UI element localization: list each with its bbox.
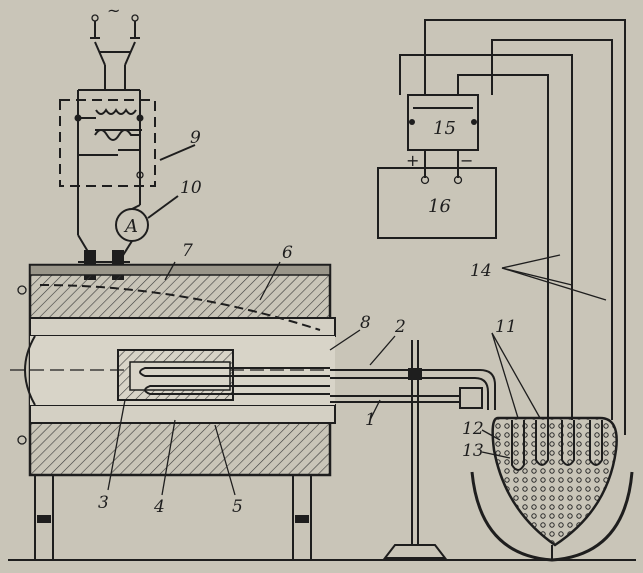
leader-7	[164, 261, 176, 281]
switch-blade-right	[124, 41, 136, 66]
leader-8	[329, 329, 361, 351]
label-4: 4	[153, 497, 165, 517]
leader-6	[259, 261, 281, 301]
ac-supply-symbol: ~	[107, 1, 120, 20]
leader-11a	[491, 332, 519, 419]
control-unit: + −	[377, 94, 497, 239]
leader-5	[214, 424, 236, 496]
leader-2	[369, 335, 396, 366]
leader-lines	[107, 261, 396, 496]
dewar-vessel	[470, 332, 634, 562]
furnace-casing	[29, 264, 331, 276]
power-supply-circuit: ~	[59, 1, 196, 235]
leader-12	[481, 429, 501, 441]
label-12: 12	[462, 419, 484, 439]
label-5: 5	[232, 497, 243, 517]
label-3: 3	[98, 493, 109, 513]
leader-3	[107, 399, 126, 491]
leader-14a	[501, 254, 561, 269]
label-1: 1	[365, 410, 376, 430]
transformer-coil	[78, 108, 137, 119]
label-16: 16	[428, 196, 451, 217]
leader-13	[481, 451, 511, 459]
leader-4	[161, 419, 176, 496]
leader-11b	[491, 332, 541, 419]
thermocouple-lower	[144, 385, 330, 395]
part-labels: 1 2 3 4 5 6 7 8 9 10 11 12 13 14 15 16	[98, 118, 517, 517]
label-15: 15	[433, 118, 456, 139]
leader-9	[159, 144, 196, 161]
furnace-leg-left	[34, 474, 54, 561]
heating-winding	[39, 284, 321, 331]
label-10: 10	[180, 178, 202, 198]
stand-base	[382, 544, 448, 559]
label-11: 11	[495, 317, 517, 337]
label-14: 14	[470, 261, 492, 281]
lab-stand	[382, 340, 448, 559]
leader-10	[147, 195, 179, 219]
leader-1	[369, 399, 381, 421]
thermocouple-upper	[139, 367, 330, 377]
ceramic-tube-bottom	[29, 404, 336, 424]
tube-furnace	[10, 263, 336, 561]
recorder-16	[377, 167, 497, 239]
furnace-leg-right	[292, 474, 312, 561]
label-6: 6	[282, 243, 293, 263]
leader-14b	[501, 267, 573, 286]
minus-terminal: −	[460, 151, 473, 170]
label-7: 7	[182, 241, 193, 261]
ammeter: A	[115, 195, 179, 261]
label-13: 13	[462, 441, 484, 461]
gas-tubes	[330, 369, 496, 410]
potentiometer-15	[407, 94, 479, 151]
label-9: 9	[190, 128, 201, 148]
outlet-tube-2	[330, 369, 496, 410]
label-2: 2	[394, 317, 406, 337]
leader-14c	[501, 267, 607, 301]
regulator-box	[59, 99, 156, 187]
label-8: 8	[360, 313, 371, 333]
plus-terminal: +	[406, 151, 419, 170]
thermocouple-leads	[399, 19, 626, 435]
switch-blade-left	[94, 41, 106, 66]
valve	[459, 387, 483, 409]
ammeter-letter: A	[123, 216, 138, 237]
